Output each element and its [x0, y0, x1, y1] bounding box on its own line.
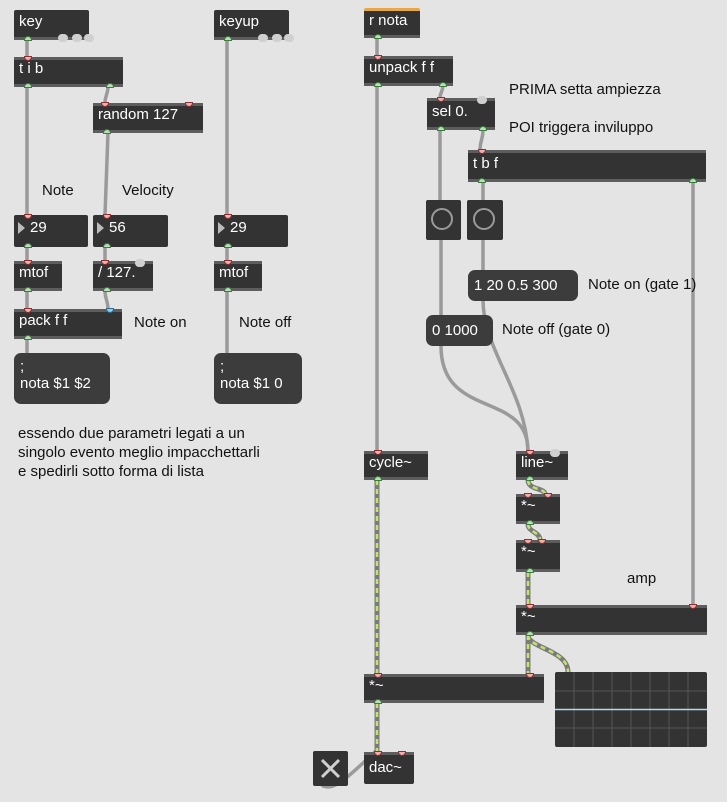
line-object[interactable]: line~ [516, 449, 568, 481]
scope-grid [555, 672, 707, 747]
description-line-3: e spedirli sotto forma di lista [18, 463, 204, 480]
object-label: *~ [369, 677, 384, 694]
gate1-comment: Note on (gate 1) [588, 276, 697, 293]
nota-off-message[interactable]: ; nota $1 0 [214, 353, 302, 404]
close-x-icon [320, 758, 341, 779]
receive-nota-object[interactable]: r nota [364, 8, 420, 39]
object-label: *~ [521, 543, 536, 560]
note-label: Note [42, 182, 74, 199]
object-label: random 127 [98, 106, 179, 123]
object-label: / 127. [98, 264, 136, 281]
description-line-1: essendo due parametri legati a un [18, 425, 245, 442]
bang-circle-icon [473, 208, 495, 230]
object-label: *~ [521, 497, 536, 514]
scope-display[interactable] [555, 672, 707, 747]
mtof-note-object[interactable]: mtof [14, 260, 62, 292]
pack-object[interactable]: pack f f [14, 308, 122, 340]
object-label: mtof [219, 264, 249, 281]
description-line-2: singolo evento meglio impacchettarli [18, 444, 260, 461]
select-zero-object[interactable]: sel 0. [427, 96, 495, 131]
dac-object[interactable]: dac~ [364, 751, 414, 784]
prima-comment: PRIMA setta ampiezza [509, 81, 661, 98]
object-label: keyup [219, 13, 260, 30]
object-label: key [19, 13, 43, 30]
trigger-tbf-object[interactable]: t b f [468, 149, 706, 183]
amp-comment: amp [627, 570, 657, 587]
message-text: ; nota $1 0 [220, 358, 283, 392]
object-label: pack f f [19, 312, 68, 329]
object-label: mtof [19, 264, 49, 281]
gate0-comment: Note off (gate 0) [502, 321, 611, 338]
number-value: 56 [109, 219, 126, 236]
note-on-label: Note on [134, 314, 187, 331]
object-label: line~ [521, 454, 554, 471]
message-text: 0 1000 [432, 322, 478, 339]
dac-toggle[interactable] [313, 751, 348, 786]
bang-circle-icon [431, 208, 453, 230]
nota-on-message[interactable]: ; nota $1 $2 [14, 353, 110, 404]
object-label: t i b [19, 60, 44, 77]
unpack-object[interactable]: unpack f f [364, 55, 453, 87]
number-value: 29 [30, 219, 47, 236]
note-number-box[interactable]: 29 [14, 214, 88, 248]
bang-note-off[interactable] [426, 200, 461, 240]
object-label: r nota [369, 12, 408, 29]
object-label: cycle~ [369, 454, 412, 471]
object-label: *~ [521, 608, 536, 625]
random-object[interactable]: random 127 [93, 102, 203, 134]
note-off-label: Note off [239, 314, 292, 331]
object-label: sel 0. [432, 103, 468, 120]
mtof-off-object[interactable]: mtof [214, 260, 262, 292]
number-value: 29 [230, 219, 247, 236]
object-label: dac~ [369, 759, 402, 776]
envelope-off-message[interactable]: 0 1000 [426, 315, 493, 346]
cycle-object[interactable]: cycle~ [364, 450, 428, 481]
velocity-number-box[interactable]: 56 [93, 214, 168, 248]
number-arrow-icon [18, 222, 25, 234]
multiply-output-object[interactable]: *~ [364, 673, 544, 704]
multiply-1-object[interactable]: *~ [516, 493, 560, 525]
bang-note-on[interactable] [467, 200, 503, 240]
trigger-tib-object[interactable]: t i b [14, 56, 123, 88]
message-text: ; nota $1 $2 [20, 358, 91, 392]
number-arrow-icon [218, 222, 225, 234]
noteoff-number-box[interactable]: 29 [214, 214, 288, 248]
divide-127-object[interactable]: / 127. [93, 259, 153, 292]
message-text: 1 20 0.5 300 [474, 277, 558, 294]
object-label: unpack f f [369, 59, 435, 76]
object-label: t b f [473, 155, 499, 172]
keyup-object[interactable]: keyup [214, 10, 294, 42]
number-arrow-icon [97, 222, 104, 234]
key-object[interactable]: key [14, 10, 94, 42]
multiply-amp-object[interactable]: *~ [516, 604, 707, 636]
multiply-2-object[interactable]: *~ [516, 539, 560, 573]
envelope-on-message[interactable]: 1 20 0.5 300 [468, 270, 578, 301]
poi-comment: POI triggera inviluppo [509, 119, 654, 136]
velocity-label: Velocity [122, 182, 174, 199]
